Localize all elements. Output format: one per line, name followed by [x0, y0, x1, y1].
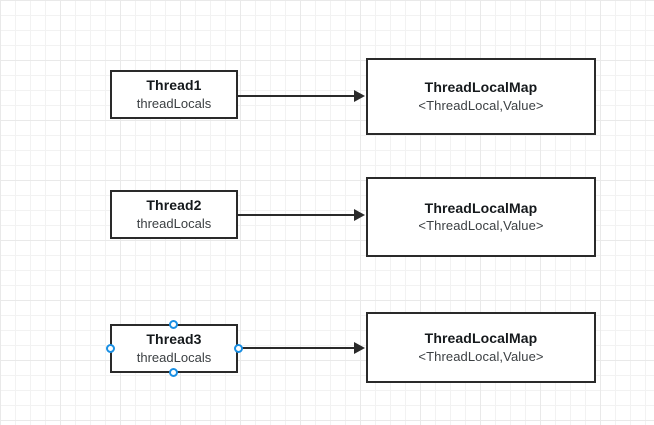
threadlocalmap-node-title: ThreadLocalMap [424, 330, 538, 347]
thread-node-3[interactable]: Thread3 threadLocals [110, 324, 238, 373]
threadlocalmap-node-subtitle: <ThreadLocal,Value> [418, 97, 544, 113]
top-handle[interactable] [169, 320, 178, 329]
threadlocalmap-node-title: ThreadLocalMap [424, 199, 538, 216]
threadlocalmap-node-subtitle: <ThreadLocal,Value> [418, 218, 544, 234]
thread-node-subtitle: threadLocals [136, 95, 212, 111]
threadlocalmap-node-3[interactable]: ThreadLocalMap <ThreadLocal,Value> [366, 312, 596, 383]
thread-node-1[interactable]: Thread1 threadLocals [110, 70, 238, 119]
edge-thread2-to-map2[interactable] [238, 214, 354, 216]
edge-thread1-to-map1[interactable] [238, 95, 354, 97]
arrowhead-icon [354, 90, 365, 102]
thread-node-title: Thread3 [146, 331, 202, 348]
threadlocalmap-node-subtitle: <ThreadLocal,Value> [418, 348, 544, 364]
edge-thread3-to-map3[interactable] [238, 347, 354, 349]
bottom-handle[interactable] [169, 368, 178, 377]
right-handle[interactable] [234, 344, 243, 353]
thread-node-subtitle: threadLocals [136, 215, 212, 231]
threadlocalmap-node-title: ThreadLocalMap [424, 79, 538, 96]
thread-node-subtitle: threadLocals [136, 349, 212, 365]
thread-node-title: Thread1 [146, 77, 202, 94]
thread-node-2[interactable]: Thread2 threadLocals [110, 190, 238, 239]
arrowhead-icon [354, 342, 365, 354]
arrowhead-icon [354, 209, 365, 221]
threadlocalmap-node-2[interactable]: ThreadLocalMap <ThreadLocal,Value> [366, 177, 596, 257]
thread-node-title: Thread2 [146, 197, 202, 214]
left-handle[interactable] [106, 344, 115, 353]
threadlocalmap-node-1[interactable]: ThreadLocalMap <ThreadLocal,Value> [366, 58, 596, 135]
